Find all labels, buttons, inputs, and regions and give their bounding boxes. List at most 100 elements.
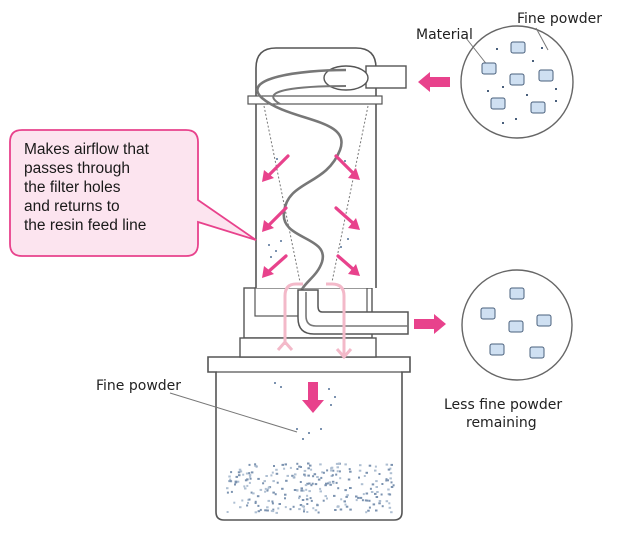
powder-grain: [243, 485, 246, 488]
powder-grain: [249, 477, 252, 480]
powder-grain: [337, 487, 340, 490]
powder-grain: [346, 494, 349, 497]
powder-grain: [300, 487, 303, 490]
powder-grain: [375, 486, 378, 488]
powder-grain: [378, 473, 381, 475]
powder-grain: [358, 476, 360, 479]
powder-grain: [271, 471, 274, 474]
powder-grain: [366, 499, 369, 502]
powder-grain: [271, 500, 274, 503]
powder-grain: [385, 478, 388, 481]
powder-grain: [284, 497, 286, 500]
powder-grain: [304, 474, 307, 477]
powder-grain: [270, 474, 273, 477]
powder-grain: [331, 474, 334, 477]
powder-grain: [226, 511, 229, 513]
powder-grain: [322, 471, 325, 474]
airflow-arrows: [262, 154, 360, 278]
powder-grain: [272, 508, 275, 511]
powder-grain: [368, 464, 372, 467]
powder-grain: [365, 492, 369, 495]
powder-grain: [263, 480, 266, 483]
outlet-arrow: [414, 314, 446, 334]
powder-grain: [281, 487, 284, 490]
powder-grain: [298, 465, 301, 468]
remaining-label: remaining: [466, 415, 537, 431]
inlet-pipe: [323, 65, 407, 91]
powder-grain: [276, 481, 279, 484]
material-label: Material: [416, 27, 473, 43]
powder-grain: [296, 489, 299, 492]
powder-pile: [226, 462, 395, 514]
powder-grain: [359, 496, 363, 499]
powder-grain: [274, 493, 277, 496]
powder-grain: [259, 508, 262, 511]
powder-grain: [242, 473, 245, 476]
powder-grain: [250, 491, 253, 494]
powder-grain: [250, 471, 254, 474]
powder-grain: [369, 487, 372, 490]
powder-grain: [316, 504, 319, 507]
powder-grain: [374, 469, 377, 472]
powder-grain: [259, 488, 263, 491]
return-airflow: [276, 282, 353, 360]
powder-grain: [241, 499, 244, 502]
powder-grain: [278, 503, 281, 505]
powder-grain: [254, 463, 257, 466]
cone-guides: [263, 105, 369, 283]
powder-grain: [319, 463, 322, 466]
powder-grain: [330, 469, 333, 472]
powder-grain: [298, 495, 301, 498]
powder-grain: [339, 508, 343, 511]
powder-grain: [266, 506, 269, 509]
powder-grain: [365, 511, 368, 514]
powder-grain: [252, 492, 255, 495]
powder-grain: [296, 468, 299, 470]
powder-grain: [271, 502, 274, 505]
output-circle: [461, 269, 573, 381]
powder-grain: [292, 505, 295, 508]
powder-grain: [248, 481, 251, 484]
powder-grain: [292, 475, 295, 478]
powder-grain: [388, 493, 392, 496]
powder-grain: [272, 491, 275, 494]
powder-grain: [248, 463, 251, 466]
powder-grain: [329, 483, 332, 486]
powder-grain: [326, 497, 328, 500]
powder-grain: [319, 487, 322, 490]
powder-grain: [349, 508, 352, 511]
powder-grain: [246, 484, 249, 487]
powder-grain: [359, 464, 362, 467]
powder-grain: [344, 463, 347, 466]
less-fine-powder-label: Less fine powder: [444, 397, 563, 413]
powder-grain: [390, 511, 393, 514]
powder-grain: [309, 464, 312, 467]
powder-grain: [257, 510, 261, 513]
powder-grain: [317, 511, 320, 514]
powder-grain: [335, 481, 338, 484]
powder-grain: [254, 500, 257, 503]
powder-grain: [236, 480, 240, 483]
powder-grain: [289, 508, 292, 511]
powder-grain: [335, 462, 339, 465]
powder-grain: [332, 482, 335, 485]
powder-grain: [347, 478, 351, 481]
powder-grain: [275, 511, 278, 514]
powder-grain: [343, 500, 346, 503]
powder-grain: [389, 467, 392, 470]
powder-grain: [381, 505, 384, 508]
powder-grain: [327, 482, 330, 485]
powder-grain: [314, 483, 318, 486]
powder-grain: [324, 484, 327, 487]
callout-text: Makes airflow that passes through the fi…: [24, 140, 194, 235]
powder-grain: [357, 496, 360, 499]
powder-grain: [298, 508, 301, 511]
powder-grain: [312, 475, 315, 478]
powder-grain: [226, 487, 229, 490]
powder-specks-falling: [274, 382, 336, 440]
powder-grain: [311, 482, 314, 485]
powder-grain: [238, 474, 241, 477]
powder-grain: [267, 486, 271, 489]
powder-grain: [337, 462, 341, 465]
